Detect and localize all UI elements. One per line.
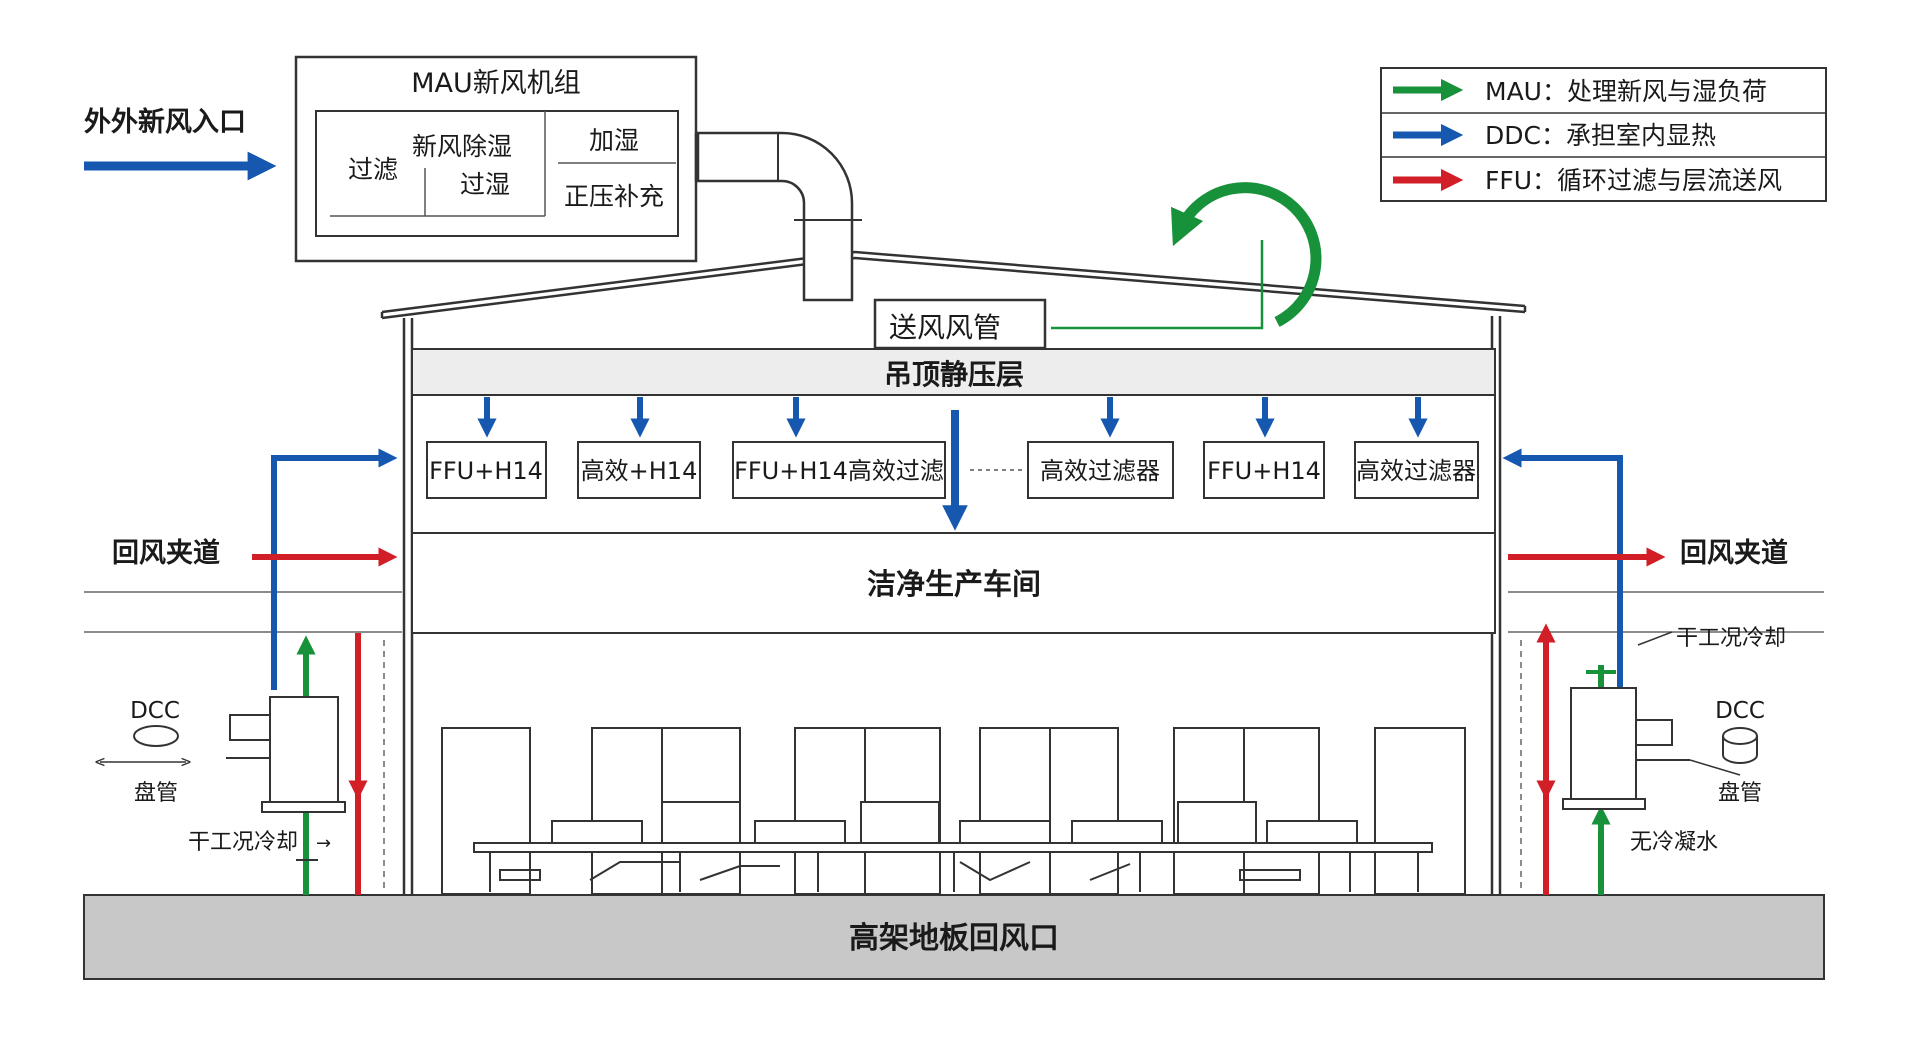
mau-section-filter: 过滤: [348, 155, 398, 184]
mau-unit: MAU新风机组 过滤 新风除湿 过湿 加湿 正压补充: [294, 55, 698, 263]
production-equipment: [441, 727, 1466, 895]
filter-label: 高效过滤器: [1356, 457, 1476, 485]
mau-circulation-arrow: [1051, 182, 1322, 330]
filter-label: FFU+H14: [429, 457, 543, 485]
cleanroom-band: 洁净生产车间: [411, 532, 1496, 634]
filter-unit: FFU+H14: [1203, 441, 1325, 499]
plenum-down-arrows: [477, 397, 1428, 531]
right-coil-label: 盘管: [1718, 781, 1762, 806]
outdoor-inlet-label: 外外新风入口: [84, 106, 246, 138]
filter-label: FFU+H14高效过滤: [734, 457, 944, 485]
outdoor-air-inlet: 外外新风入口: [84, 106, 277, 181]
left-dcc-unit: DCC 盘管 干工况冷却 →: [100, 696, 346, 855]
supply-duct: 送风风管: [694, 131, 1047, 350]
right-dcc-label: DCC: [1715, 698, 1765, 724]
left-coil-label: 盘管: [134, 781, 178, 806]
filter-unit: 高效过滤器: [1027, 441, 1174, 499]
legend: MAU：处理新风与湿负荷 DDC：承担室内显热 FFU：循环过滤与层流送风: [1380, 67, 1827, 202]
plenum-label: 吊顶静压层: [884, 358, 1024, 391]
cleanroom-label: 洁净生产车间: [867, 567, 1041, 601]
legend-item-ffu: FFU：循环过滤与层流送风: [1393, 166, 1782, 195]
filter-unit: FFU+H14: [426, 441, 547, 499]
right-dcc-unit: DCC 盘管 干工况冷却 无冷凝水: [1562, 626, 1786, 855]
legend-item-ddc: DDC：承担室内显热: [1393, 121, 1716, 150]
mau-section-overdamp: 过湿: [460, 170, 510, 199]
filter-label: 高效过滤器: [1040, 457, 1160, 485]
filter-unit: 高效+H14: [577, 441, 701, 499]
mau-section-dehumidify: 新风除湿: [412, 132, 512, 161]
right-no-condensate-label: 无冷凝水: [1630, 830, 1718, 855]
right-dry-cooling-label: 干工况冷却: [1676, 626, 1786, 651]
legend-label: MAU：处理新风与湿负荷: [1485, 77, 1767, 106]
left-return-chase-label: 回风夹道: [112, 537, 220, 569]
right-return-chase-label: 回风夹道: [1680, 537, 1788, 569]
raised-floor-label: 高架地板回风口: [849, 921, 1059, 956]
filter-label: 高效+H14: [581, 457, 698, 485]
return-chase-bands: [84, 591, 1824, 633]
filter-row: FFU+H14 高效+H14 FFU+H14高效过滤 高效过滤器 FFU+H14…: [426, 441, 1479, 499]
legend-item-mau: MAU：处理新风与湿负荷: [1393, 77, 1767, 106]
left-dry-cooling-label: 干工况冷却: [188, 830, 298, 855]
filter-unit: 高效过滤器: [1354, 441, 1479, 499]
mau-title: MAU新风机组: [411, 68, 581, 99]
filter-unit: FFU+H14高效过滤: [732, 441, 946, 499]
left-dcc-label: DCC: [130, 698, 180, 724]
supply-duct-label: 送风风管: [889, 311, 1001, 344]
raised-floor: 高架地板回风口: [83, 894, 1825, 980]
legend-label: DDC：承担室内显热: [1485, 121, 1716, 150]
mau-section-positive-pressure: 正压补充: [564, 182, 664, 211]
legend-label: FFU：循环过滤与层流送风: [1485, 166, 1782, 195]
left-dry-cooling-arrow-icon: →: [316, 833, 331, 854]
filter-label: FFU+H14: [1207, 457, 1321, 485]
mau-section-humidify: 加湿: [589, 126, 639, 155]
right-return-chase: 回风夹道: [1502, 448, 1788, 895]
ceiling-plenum: 吊顶静压层: [411, 348, 1496, 396]
